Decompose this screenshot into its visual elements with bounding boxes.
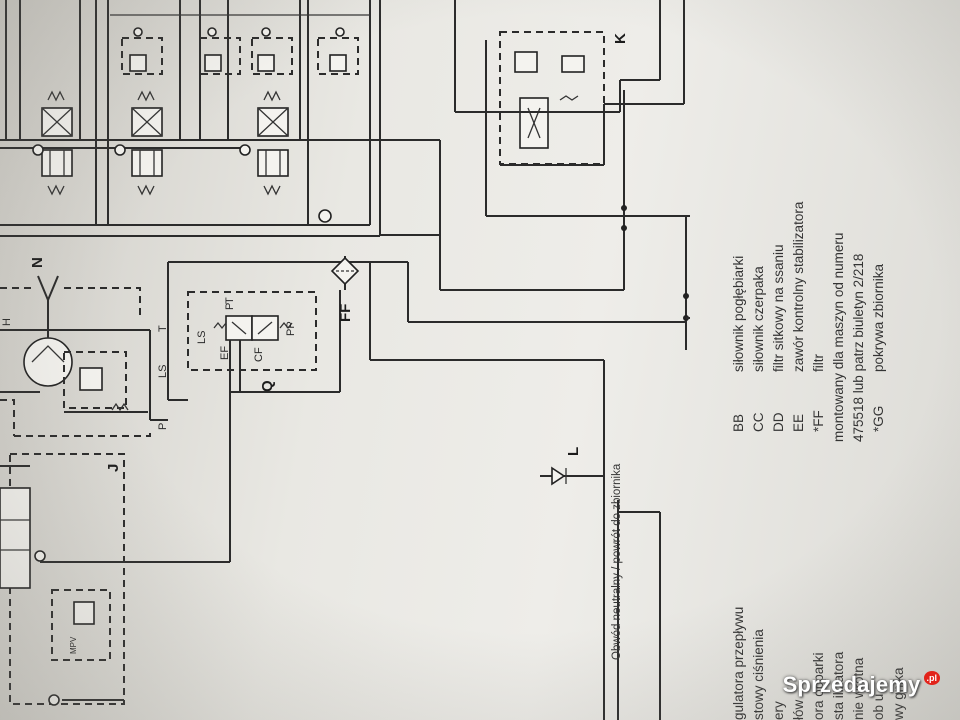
label-t-pump: T	[157, 325, 169, 332]
legend-code-dd: DD	[771, 412, 786, 432]
check-valves-row	[32, 144, 332, 223]
label-ef: EF	[219, 346, 231, 360]
left-legend-fragments: gulatora przepływu stowy ciśnienia ery ł…	[731, 607, 906, 720]
legend-desc-ff-note-2: 475518 lub patrz biuletyn 2/218	[851, 254, 866, 442]
fragment-2: stowy ciśnienia	[751, 629, 766, 720]
label-ls-q: LS	[196, 331, 208, 344]
fragment-7: nie wrotna	[851, 657, 866, 720]
label-p-pump: P	[157, 423, 169, 430]
ff-filter	[330, 256, 360, 286]
k-valve-block	[454, 0, 690, 350]
label-pp: PP	[285, 321, 297, 336]
watermark: Sprzedajemy .pl	[782, 671, 940, 698]
legend-desc-ee: zawór kontrolny stabilizatora	[791, 201, 806, 372]
legend-desc-cc: siłownik czerpaka	[751, 266, 766, 372]
label-q: Q	[259, 380, 276, 392]
top-relief-valves	[121, 27, 359, 75]
label-mpv: MPV	[69, 636, 78, 654]
label-t-q: T	[224, 297, 236, 304]
legend-desc-ff: filtr	[811, 354, 826, 373]
legend-code-gg: *GG	[871, 406, 886, 432]
neutral-circuit-note: Obwód neutralny / powrót do zbiornika	[611, 463, 623, 660]
legend-code-ff: *FF	[811, 410, 826, 432]
label-l: L	[565, 447, 582, 456]
fragment-5: ora opparki	[811, 652, 826, 720]
main-return-lines	[167, 139, 690, 720]
fragment-6: sta ilizatora	[831, 651, 846, 720]
q-valve-block	[187, 291, 317, 392]
label-cf: CF	[253, 347, 265, 362]
legend-code-bb: BB	[731, 414, 746, 432]
label-h: H	[1, 318, 13, 326]
legend-desc-gg: pokrywa zbiornika	[871, 263, 886, 372]
pump-motor	[0, 275, 188, 421]
spool-valve-1	[41, 90, 73, 196]
spool-valve-2	[131, 90, 163, 196]
j-block	[0, 422, 231, 706]
label-p-q: P	[224, 303, 236, 310]
spool-valve-3	[257, 90, 289, 196]
label-j: J	[105, 464, 122, 472]
fragment-4: łów	[791, 699, 806, 720]
legend-descriptions: siłownik pogłębiarki siłownik czerpaka f…	[731, 201, 886, 442]
legend-desc-dd: filtr sitkowy na ssaniu	[771, 244, 786, 372]
fragment-1: gulatora przepływu	[731, 607, 746, 720]
watermark-badge: .pl	[923, 671, 940, 685]
pump-dashed-frame	[0, 287, 151, 437]
fragment-3: ery	[771, 701, 786, 720]
legend-codes: BB CC DD EE *FF *GG	[731, 406, 886, 432]
label-n: N	[29, 257, 46, 268]
legend-desc-bb: siłownik pogłębiarki	[731, 256, 746, 372]
label-ls-pump: LS	[157, 365, 169, 378]
legend-code-ee: EE	[791, 414, 806, 432]
label-ff: FF	[337, 304, 354, 322]
label-k: K	[612, 33, 629, 44]
fragment-9: wy gnika	[891, 667, 906, 720]
fragment-8: ob u	[871, 694, 886, 720]
legend-desc-ff-note-1: montowany dla maszyn od numeru	[831, 233, 846, 442]
watermark-text: Sprzedajemy	[782, 672, 921, 697]
l-check-valve	[540, 466, 604, 486]
legend-code-cc: CC	[751, 412, 766, 432]
